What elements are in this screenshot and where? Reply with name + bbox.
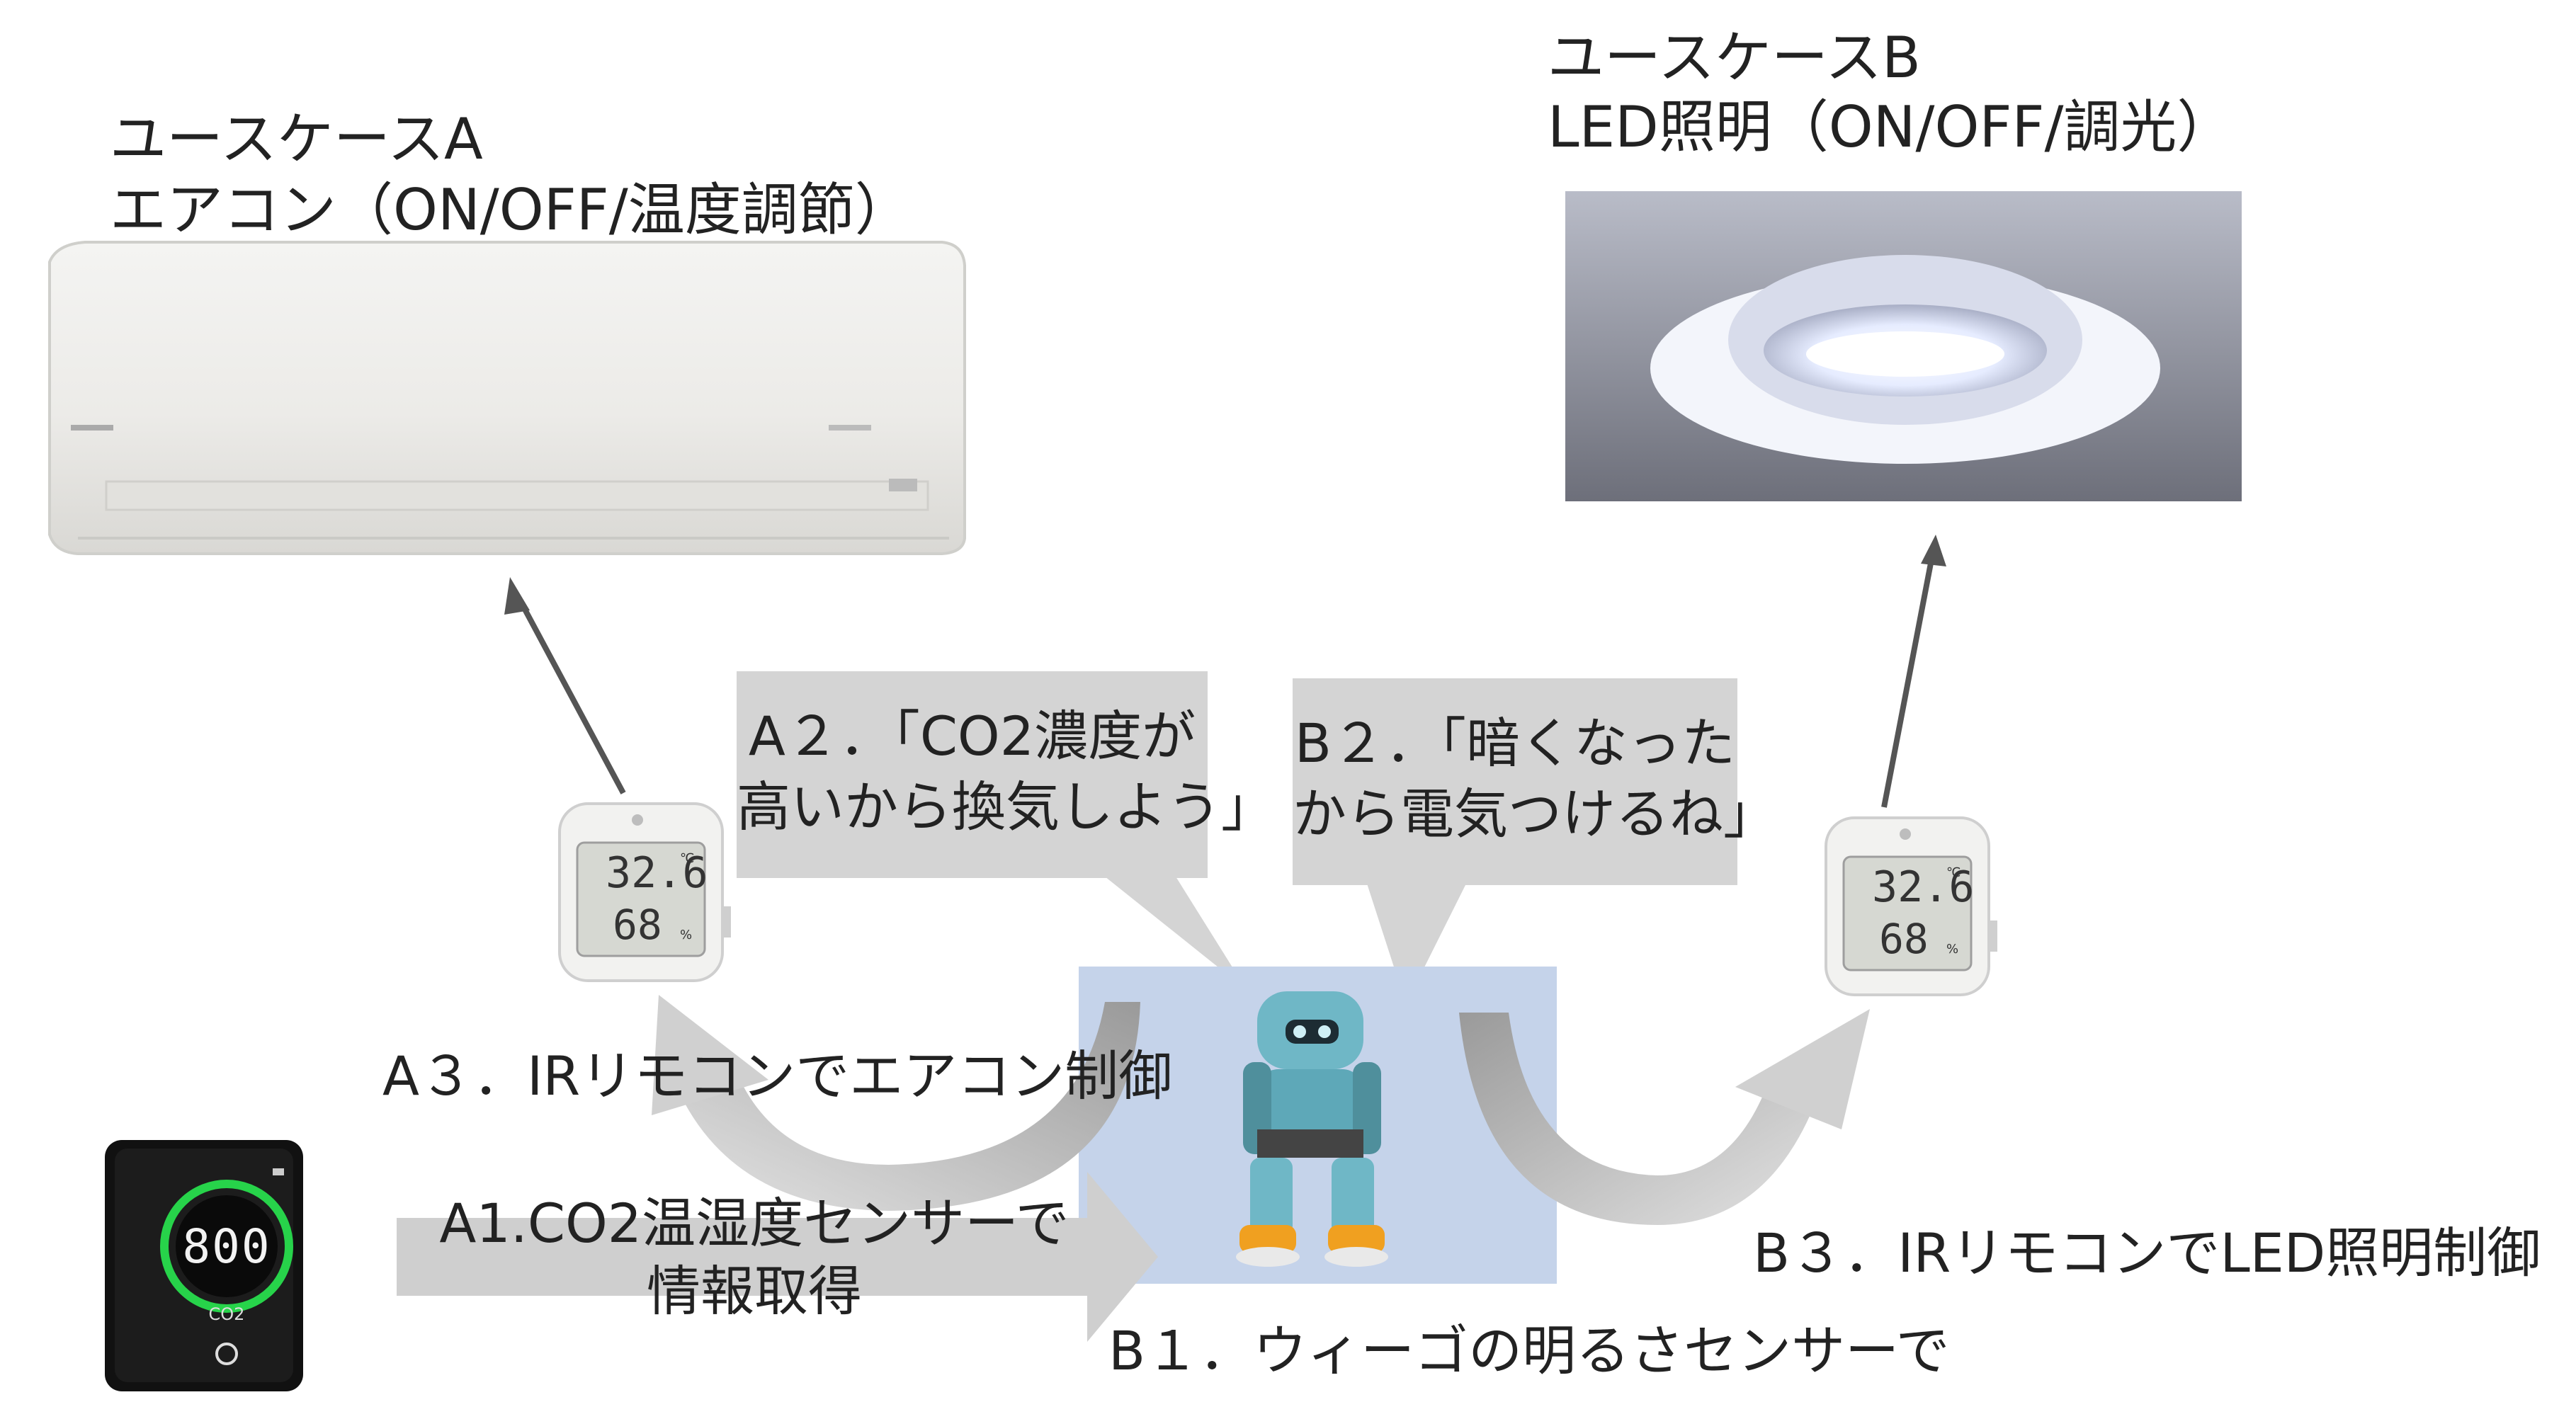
step-a1-label: A1.CO2温湿度センサーで 情報取得 <box>397 1190 1112 1326</box>
co2-monitor-reading: 800 <box>177 1219 276 1274</box>
bubble-b2-line2: から電気つけるね」 <box>1293 779 1737 850</box>
bubble-b2-text: B２．「暗くなった から電気つけるね」 <box>1293 708 1737 850</box>
sensor-a-humidity-unit: % <box>680 928 692 942</box>
step-b3-label: B３．IRリモコンでLED照明制御 <box>1753 1219 2541 1287</box>
bubble-b2-line1: B２．「暗くなった <box>1293 708 1737 779</box>
arrow-b-to-light <box>1884 535 1946 807</box>
step-a1-line1: A1.CO2温湿度センサーで <box>397 1190 1112 1258</box>
sensor-b-temp-unit: ℃ <box>1946 865 1961 880</box>
sensor-b-display: 32.6 ℃ 68 % <box>1847 862 1968 969</box>
step-a3-label: A３．IRリモコンでエアコン制御 <box>382 1042 1172 1110</box>
step-b1-label: B１．ウィーゴの明るさセンサーで <box>1108 1317 1950 1385</box>
bubble-a2-line2: 高いから換気しよう」 <box>737 772 1208 843</box>
bubble-a2-text: A２．「CO2濃度が 高いから換気しよう」 <box>737 701 1208 843</box>
sensor-b-humidity: 68 <box>1879 915 1929 963</box>
use-case-a-subtitle: エアコン（ON/OFF/温度調節） <box>110 173 912 247</box>
sensor-a-display: 32.6 ℃ 68 % <box>581 848 701 954</box>
use-case-b-subtitle: LED照明（ON/OFF/調光） <box>1548 91 2233 164</box>
step-a1-line2: 情報取得 <box>397 1258 1112 1326</box>
co2-monitor-label: CO2 <box>198 1304 255 1324</box>
sensor-a-temp-unit: ℃ <box>680 851 694 866</box>
air-conditioner-image <box>50 242 965 554</box>
sensor-b-humidity-unit: % <box>1946 942 1958 957</box>
led-ceiling-light-image <box>1565 191 2242 501</box>
arrow-a-to-aircon <box>504 577 623 793</box>
use-case-a-title: ユースケースA <box>110 103 483 176</box>
bubble-a2-line1: A２．「CO2濃度が <box>737 701 1208 772</box>
sensor-a-humidity: 68 <box>613 901 662 949</box>
use-case-b-title: ユースケースB <box>1548 21 1921 95</box>
